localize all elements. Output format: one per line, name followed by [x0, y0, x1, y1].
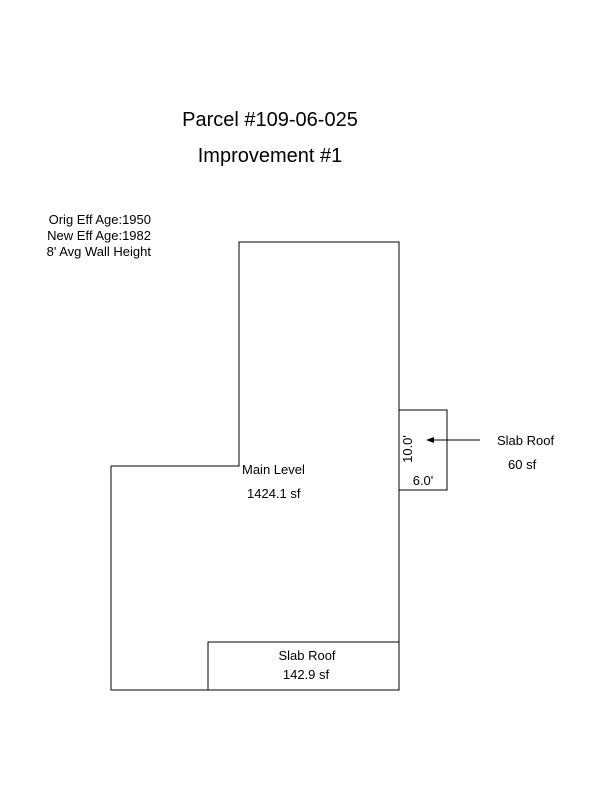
- slab-roof-side-height-dim: 10.0': [400, 435, 415, 463]
- slab-roof-side-width-dim: 6.0': [413, 473, 434, 488]
- parcel-title: Parcel #109-06-025: [182, 109, 358, 131]
- slab-roof-bottom-area: 142.9 sf: [283, 667, 330, 682]
- arrow-head-icon: [426, 437, 434, 443]
- main-level-label: Main Level: [242, 462, 305, 477]
- wall-height: 8' Avg Wall Height: [46, 244, 151, 259]
- slab-roof-bottom-label: Slab Roof: [278, 648, 335, 663]
- main-level-area: 1424.1 sf: [247, 486, 301, 501]
- slab-roof-bottom-outline: [207, 641, 400, 691]
- slab-roof-side-outline: [398, 409, 448, 491]
- slab-roof-side-area: 60 sf: [508, 457, 537, 472]
- slab-roof-side-label: Slab Roof: [497, 433, 554, 448]
- orig-eff-age: Orig Eff Age:1950: [48, 212, 151, 227]
- improvement-title: Improvement #1: [197, 145, 343, 167]
- new-eff-age: New Eff Age:1982: [47, 228, 151, 243]
